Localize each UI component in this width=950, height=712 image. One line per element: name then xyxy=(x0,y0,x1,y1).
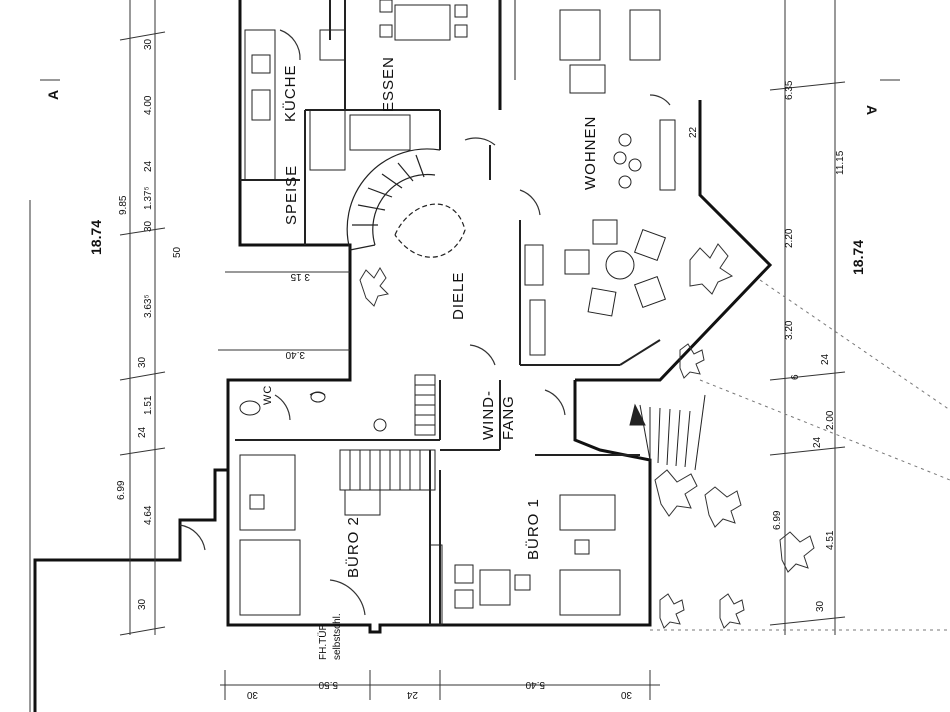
room-label-buero1: BÜRO 1 xyxy=(525,498,542,560)
dim-left-3635: 3.63⁵ xyxy=(143,294,154,318)
dim-right-24a: 24 xyxy=(820,353,831,365)
dim-left-464: 4.64 xyxy=(143,505,154,525)
dining-furniture xyxy=(379,0,516,80)
room-label-essen: ESSEN xyxy=(380,56,397,112)
site-boundary xyxy=(650,279,950,631)
section-mark-right: A xyxy=(864,105,880,116)
dim-bottom-24: 24 xyxy=(406,689,418,700)
kitchen-fittings xyxy=(244,29,411,181)
dim-right-6: 6 xyxy=(790,374,801,380)
garden-plants xyxy=(359,243,815,629)
dim-right-30: 30 xyxy=(815,600,826,612)
dim-bottom-30b: 30 xyxy=(620,689,632,700)
dim-left-total: 18.74 xyxy=(88,219,104,255)
dim-right-220: 2.20 xyxy=(784,228,795,248)
dim-bottom-550: 5.50 xyxy=(318,679,338,690)
office-furniture xyxy=(239,454,621,626)
dim-left-400: 4.00 xyxy=(143,95,154,115)
dim-left-985: 9.85 xyxy=(118,195,129,215)
dimension-lines xyxy=(29,0,900,712)
dim-right-451: 4.51 xyxy=(825,530,836,550)
dim-left-50: 50 xyxy=(172,246,183,258)
room-label-speise: SPEISE xyxy=(283,164,300,225)
dim-inner-340: 3.40 xyxy=(285,349,305,360)
dim-left-699: 6.99 xyxy=(116,480,127,500)
room-label-windfang-line1: WIND- xyxy=(480,390,497,440)
dim-inner-315: 3 15 xyxy=(290,271,310,282)
note-fh-tuer: FH.TÜR xyxy=(318,623,329,660)
basement-staircase xyxy=(339,374,436,491)
room-label-kueche: KÜCHE xyxy=(282,64,299,122)
room-label-diele: DIELE xyxy=(450,271,467,320)
section-mark-left: A xyxy=(45,89,61,100)
dim-left-30a: 30 xyxy=(143,38,154,50)
dim-left-151: 1.51 xyxy=(143,395,154,415)
dim-left-30b: 30 xyxy=(143,220,154,232)
dim-left-24b: 24 xyxy=(137,426,148,438)
dim-right-320: 3.20 xyxy=(784,320,795,340)
dim-bottom-30a: 30 xyxy=(246,689,258,700)
dim-left-30d: 30 xyxy=(137,598,148,610)
note-selbstschliessend: selbstschl. xyxy=(332,613,343,660)
spiral-staircase xyxy=(346,148,466,258)
room-label-wohnen: WOHNEN xyxy=(582,115,599,190)
dim-left-30c: 30 xyxy=(137,356,148,368)
dim-right-200: 2.00 xyxy=(825,410,836,430)
dim-right-22: 22 xyxy=(688,126,699,138)
living-furniture xyxy=(524,9,676,356)
room-label-wc: WC xyxy=(262,384,274,405)
room-label-buero2: BÜRO 2 xyxy=(345,516,362,578)
dim-right-1115: 11.15 xyxy=(835,150,846,175)
dim-bottom-540: 5.40 xyxy=(525,679,545,690)
entrance-steps xyxy=(629,394,706,471)
dim-left-1375: 1.37⁵ xyxy=(143,186,154,210)
dim-right-635: 6.35 xyxy=(784,80,795,100)
interior-walls xyxy=(235,0,661,625)
dim-left-24a: 24 xyxy=(143,160,154,172)
wc-fixtures xyxy=(239,391,387,432)
dim-right-24b: 24 xyxy=(812,436,823,448)
room-label-windfang-line2: FANG xyxy=(500,395,517,440)
dim-right-total: 18.74 xyxy=(850,239,866,275)
dim-right-699: 6.99 xyxy=(772,510,783,530)
